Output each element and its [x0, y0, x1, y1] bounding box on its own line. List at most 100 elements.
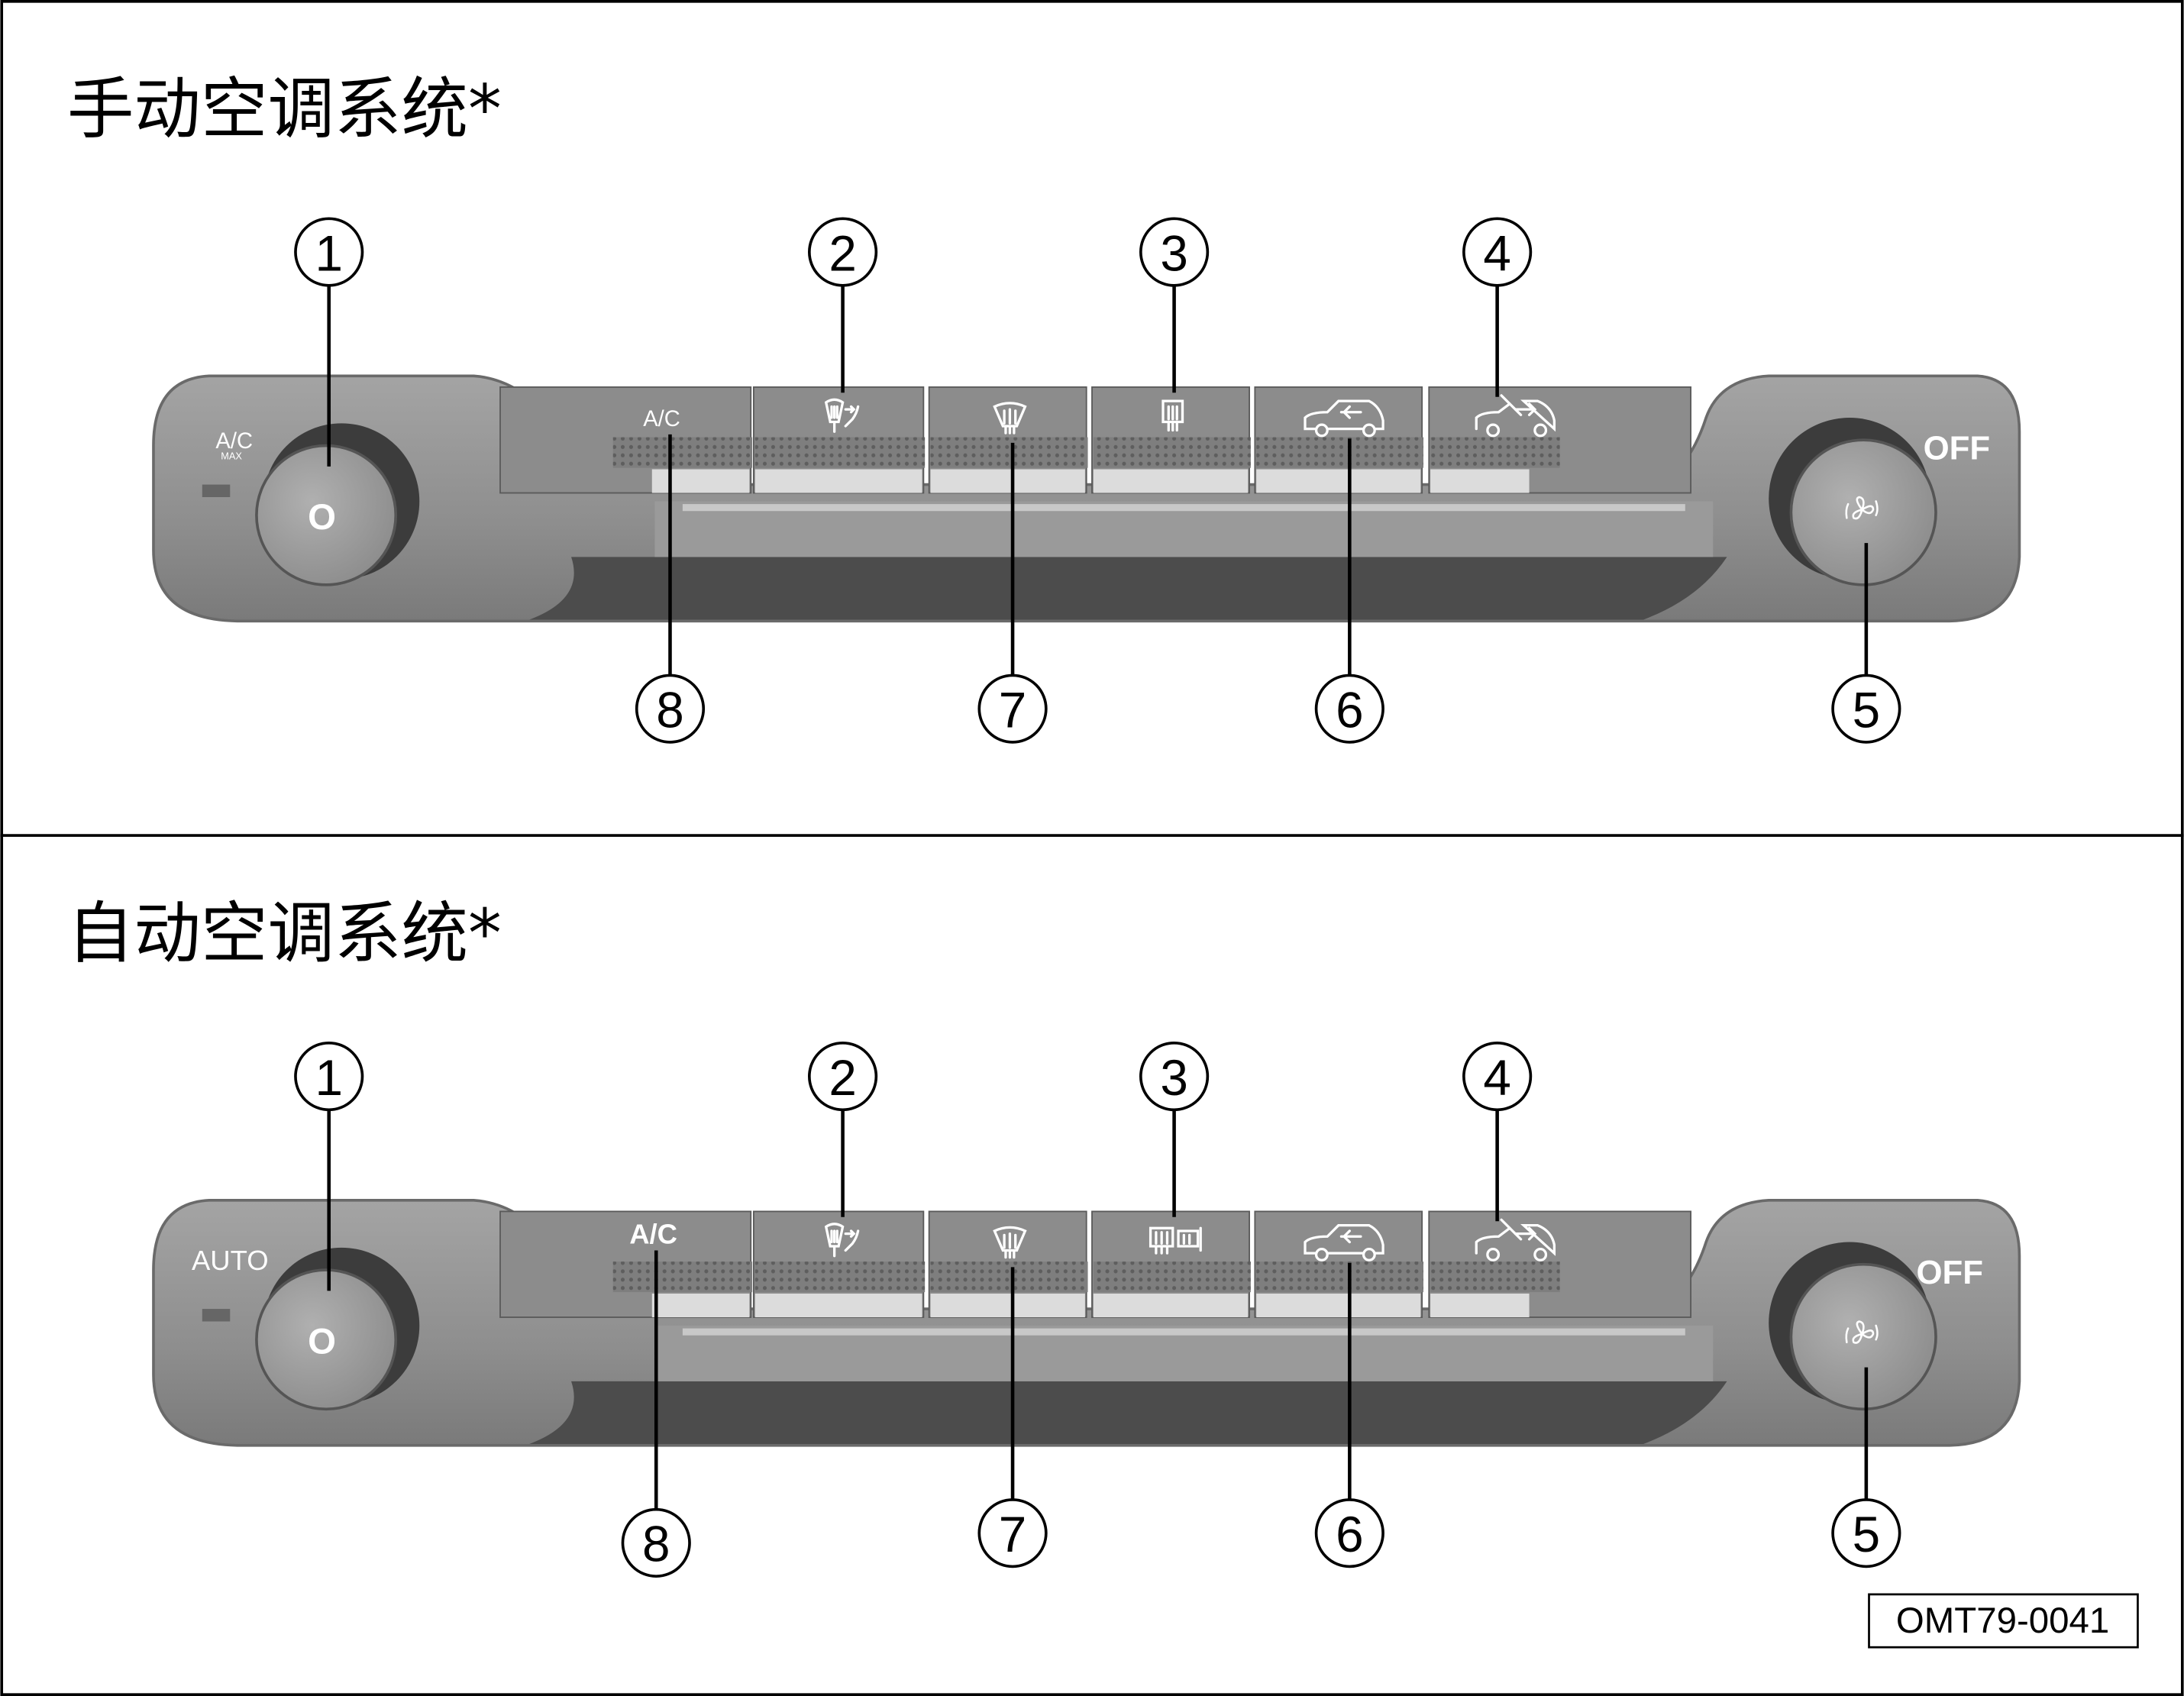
rear-window-defrost-icon [1161, 399, 1184, 432]
button-2[interactable] [928, 386, 1088, 494]
panel-lower-shadow [529, 1381, 1727, 1444]
button-0[interactable] [499, 1210, 753, 1318]
button-4[interactable] [1254, 1210, 1423, 1318]
callout-4-number: 4 [1483, 225, 1510, 281]
callout-5-number: 5 [1853, 682, 1881, 738]
windshield-defrost-and-floor-icon [824, 398, 860, 433]
button-3[interactable] [1091, 386, 1251, 494]
button-grille [1256, 437, 1423, 468]
fan-speed-icon [1845, 1320, 1879, 1344]
recirculation-icon [1304, 399, 1384, 438]
button-highlight [754, 1294, 922, 1318]
indicator-light [202, 1309, 231, 1322]
callout-5-number: 5 [1853, 1507, 1881, 1562]
callout-3-number: 3 [1160, 225, 1188, 281]
button-5[interactable] [1428, 386, 1692, 494]
callout-4-circle [1462, 217, 1533, 287]
panel-lower-shadow [529, 557, 1727, 620]
button-highlight [754, 469, 922, 493]
button-3[interactable] [1091, 1210, 1251, 1318]
callout-1-number: 1 [315, 1050, 343, 1106]
button-highlight [930, 1294, 1085, 1318]
callout-6-circle [1314, 1498, 1384, 1568]
rear-and-mirror-defrost-icon [1149, 1226, 1202, 1255]
ac-button-label: A/C [643, 407, 680, 431]
callout-7-number: 7 [999, 682, 1027, 738]
button-grille [930, 437, 1088, 468]
button-highlight [1093, 469, 1249, 493]
button-highlight [930, 469, 1085, 493]
button-highlight [1430, 469, 1530, 493]
section-title: 自动空调系统* [67, 895, 502, 973]
callout-8-number: 8 [656, 682, 684, 738]
button-0[interactable] [499, 386, 753, 494]
button-grille [1093, 1262, 1251, 1293]
callout-2-circle [808, 217, 878, 287]
callout-3-circle [1139, 217, 1210, 287]
button-highlight [1430, 1294, 1530, 1318]
button-4[interactable] [1254, 386, 1423, 494]
callout-7-number: 7 [999, 1507, 1027, 1562]
left-knob-label: AUTO [192, 1245, 269, 1276]
fan-speed-knob[interactable] [1789, 1262, 1937, 1411]
callout-1-circle [294, 1041, 364, 1112]
callout-8-circle [621, 1507, 691, 1578]
section-title: 手动空调系统* [67, 70, 502, 148]
windshield-defrost-icon [993, 1226, 1027, 1259]
callout-8-number: 8 [642, 1517, 670, 1572]
callout-5-circle [1831, 1498, 1901, 1568]
button-grille [930, 1262, 1088, 1293]
off-label: OFF [1924, 430, 1990, 467]
fan-speed-icon [1845, 496, 1879, 520]
callout-7-circle [977, 674, 1048, 744]
left-knob-sublabel: MAX [221, 451, 242, 462]
windshield-defrost-icon [993, 402, 1027, 434]
callout-7-circle [977, 1498, 1048, 1568]
button-highlight [1256, 1294, 1421, 1318]
button-highlight [1093, 1294, 1249, 1318]
callout-2-number: 2 [829, 1050, 857, 1106]
button-5[interactable] [1428, 1210, 1692, 1318]
callout-5-circle [1831, 674, 1901, 744]
callout-1-circle [294, 217, 364, 287]
callout-6-number: 6 [1336, 682, 1364, 738]
knob-mark: O [308, 1321, 336, 1362]
button-grille [612, 1262, 753, 1293]
panel-rail-highlight [682, 1328, 1685, 1336]
windshield-defrost-and-floor-icon [824, 1223, 860, 1258]
ac-button-label: A/C [629, 1218, 677, 1249]
callout-2-circle [808, 1041, 878, 1112]
button-grille [612, 437, 753, 468]
fresh-air-icon [1475, 394, 1556, 438]
button-grille [1093, 437, 1251, 468]
fan-speed-knob[interactable] [1789, 438, 1937, 586]
button-highlight [651, 469, 750, 493]
button-grille [1430, 437, 1560, 468]
figure-code-box: OMT79-0041 [1868, 1593, 2139, 1649]
left-knob-label: A/C [215, 429, 253, 454]
callout-6-circle [1314, 674, 1384, 744]
callout-2-number: 2 [829, 225, 857, 281]
fresh-air-icon [1475, 1218, 1556, 1262]
indicator-light [202, 484, 231, 497]
temperature-knob[interactable] [255, 444, 398, 586]
button-grille [1256, 1262, 1423, 1293]
off-label: OFF [1917, 1254, 1983, 1291]
button-grille [1430, 1262, 1560, 1293]
recirculation-icon [1304, 1224, 1384, 1262]
callout-3-circle [1139, 1041, 1210, 1112]
button-1[interactable] [752, 1210, 926, 1318]
temperature-knob[interactable] [255, 1268, 398, 1411]
callout-4-number: 4 [1483, 1050, 1510, 1106]
figure-code: OMT79-0041 [1896, 1601, 2109, 1641]
button-grille [754, 437, 926, 468]
button-1[interactable] [752, 386, 926, 494]
button-2[interactable] [928, 1210, 1088, 1318]
knob-mark: O [308, 497, 336, 538]
button-highlight [1256, 469, 1421, 493]
button-grille [754, 1262, 926, 1293]
callout-8-circle [635, 674, 706, 744]
